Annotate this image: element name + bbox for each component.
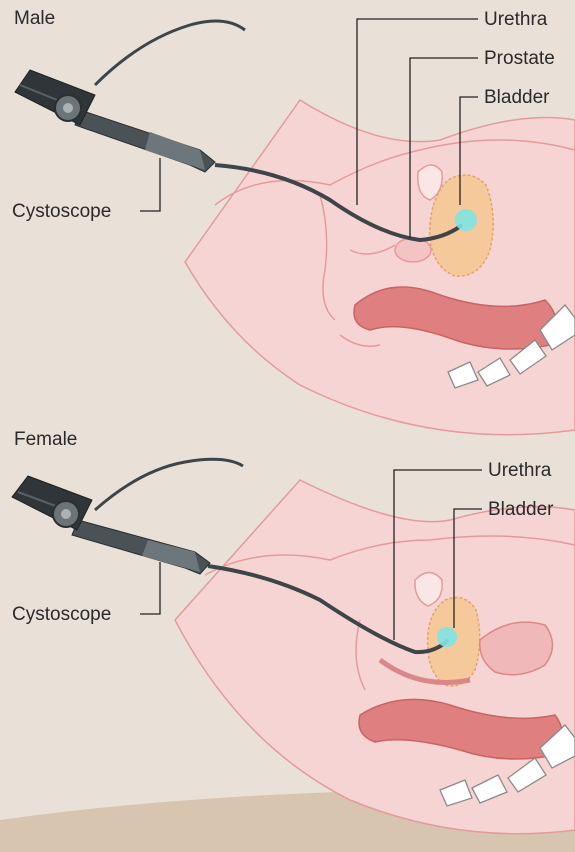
label-cystoscope-male: Cystoscope <box>12 202 111 221</box>
female-anatomy <box>175 480 575 834</box>
scope-eyepiece-female <box>12 476 92 530</box>
label-bladder-male: Bladder <box>484 88 550 107</box>
scope-cable-female <box>95 459 243 510</box>
scope-light-male <box>455 209 477 231</box>
panel-title-male: Male <box>14 9 55 28</box>
panel-title-female: Female <box>14 430 77 449</box>
label-bladder-female: Bladder <box>488 500 554 519</box>
prostate-shape <box>395 238 431 262</box>
label-prostate: Prostate <box>484 49 555 68</box>
scope-cable-male <box>95 21 245 85</box>
male-anatomy <box>185 100 575 435</box>
male-body-section <box>185 100 575 435</box>
scope-light-female <box>437 627 457 647</box>
label-urethra-female: Urethra <box>488 461 551 480</box>
scope-eyepiece-male <box>15 70 95 125</box>
label-urethra-male: Urethra <box>484 10 547 29</box>
label-cystoscope-female: Cystoscope <box>12 605 111 624</box>
